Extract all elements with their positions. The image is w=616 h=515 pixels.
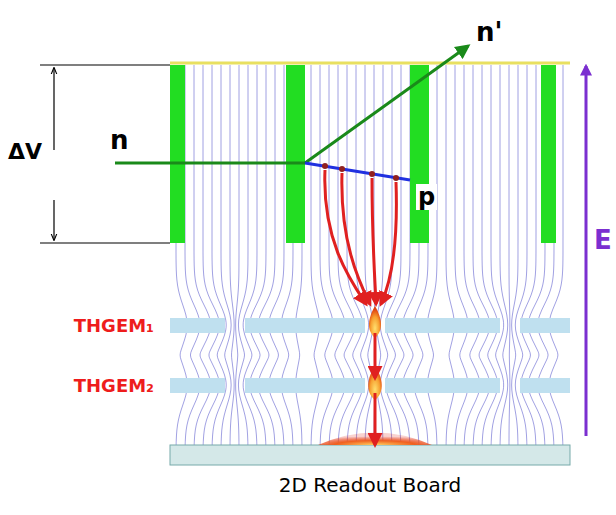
top-electrode	[170, 62, 570, 65]
thgem-plate: THGEM₁	[170, 318, 570, 333]
voltage-bracket	[40, 65, 170, 243]
electron-drift	[322, 163, 399, 304]
field-line	[230, 65, 234, 445]
plate-label: THGEM₂	[74, 375, 154, 396]
avalanche-arrow	[374, 393, 377, 445]
field-line	[509, 65, 511, 445]
readout-board	[170, 445, 570, 465]
field-lines	[176, 65, 563, 445]
thgem-plate: THGEM₂	[170, 378, 570, 393]
voltage-label: ΔV	[6, 140, 44, 164]
plate-label: THGEM₁	[74, 315, 154, 336]
field-line	[512, 65, 518, 445]
readout-board: 2D Readout Board	[170, 445, 570, 465]
particle-label: n'	[474, 18, 504, 47]
neutron-track	[115, 46, 468, 163]
particle-label: n	[108, 126, 131, 155]
avalanche-arrow	[374, 333, 377, 378]
field-arrow	[585, 66, 588, 436]
particle-label: p	[416, 184, 437, 210]
converter-bars	[170, 65, 556, 243]
field-line	[500, 65, 508, 445]
field-label: E	[594, 226, 612, 255]
proton-track	[305, 163, 410, 180]
board-label: 2D Readout Board	[279, 473, 462, 497]
